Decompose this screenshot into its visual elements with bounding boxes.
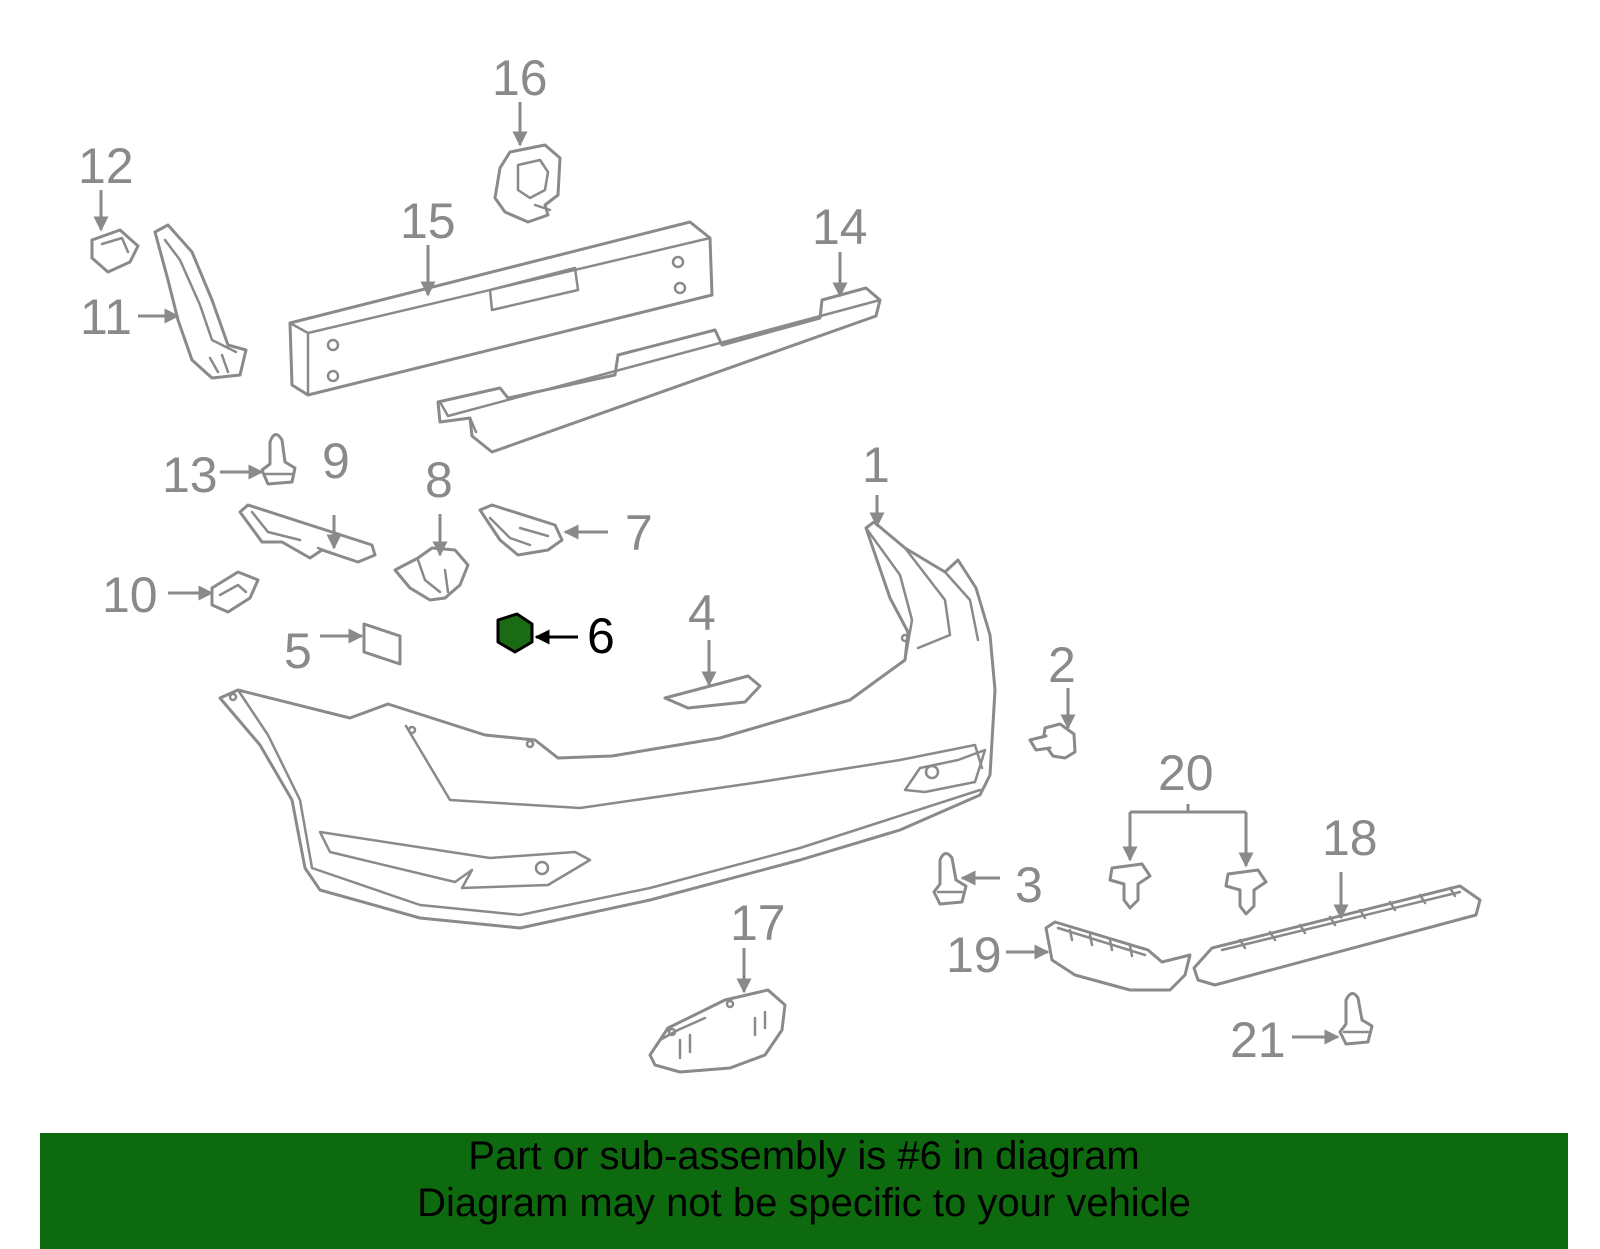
callout-13: 13: [162, 447, 218, 503]
part-3-pushclip[interactable]: [932, 852, 968, 906]
callout-18: 18: [1322, 810, 1378, 866]
part-20-retainers[interactable]: [1108, 862, 1268, 916]
part-2-bolt[interactable]: [1028, 722, 1077, 760]
part-9-bracket[interactable]: [238, 503, 377, 564]
callout-11: 11: [80, 289, 132, 345]
part-15-reinforcement[interactable]: [288, 220, 714, 397]
callout-5: 5: [284, 623, 312, 679]
part-18-molding[interactable]: [1192, 884, 1482, 987]
part-1-bumper-cover[interactable]: [218, 520, 997, 930]
callout-2: 2: [1048, 637, 1076, 693]
part-12-clip[interactable]: [90, 228, 140, 274]
part-8-bracket[interactable]: [393, 546, 470, 602]
callout-17: 17: [730, 895, 786, 951]
part-11-retainer[interactable]: [153, 223, 248, 380]
info-banner-bg: [40, 1133, 1568, 1249]
banner-line-1: Part or sub-assembly is #6 in diagram: [468, 1134, 1140, 1178]
part-7-bracket[interactable]: [478, 503, 564, 557]
part-21-pushclip[interactable]: [1338, 992, 1374, 1046]
callout-9: 9: [322, 433, 350, 489]
part-19-molding[interactable]: [1044, 920, 1192, 992]
callout-1: 1: [862, 437, 890, 493]
banner-line-2: Diagram may not be specific to your vehi…: [417, 1181, 1191, 1225]
part-6-shape: [496, 612, 534, 654]
part-16-bracket[interactable]: [493, 143, 562, 224]
callout-14: 14: [812, 199, 868, 255]
info-banner: Part or sub-assembly is #6 in diagram Di…: [40, 1133, 1568, 1249]
callout-21: 21: [1230, 1012, 1286, 1068]
callout-19: 19: [946, 927, 1002, 983]
callout-12: 12: [78, 138, 134, 194]
callout-4: 4: [688, 585, 716, 641]
callout-6: 6: [587, 608, 615, 664]
callout-16: 16: [492, 50, 548, 106]
part-4-reflector[interactable]: [663, 674, 762, 710]
part-14-absorber[interactable]: [436, 286, 882, 454]
callout-15: 15: [400, 193, 456, 249]
part-5-pad[interactable]: [362, 622, 402, 666]
callout-7: 7: [625, 505, 653, 561]
callout-8: 8: [425, 452, 453, 508]
callout-10: 10: [102, 567, 158, 623]
callout-3: 3: [1015, 857, 1043, 913]
part-10-clip[interactable]: [210, 570, 260, 614]
part-6-highlighted[interactable]: [496, 612, 534, 654]
part-17-lamp-cover[interactable]: [648, 988, 787, 1074]
part-13-pushclip[interactable]: [260, 433, 297, 486]
callout-20: 20: [1158, 745, 1214, 801]
